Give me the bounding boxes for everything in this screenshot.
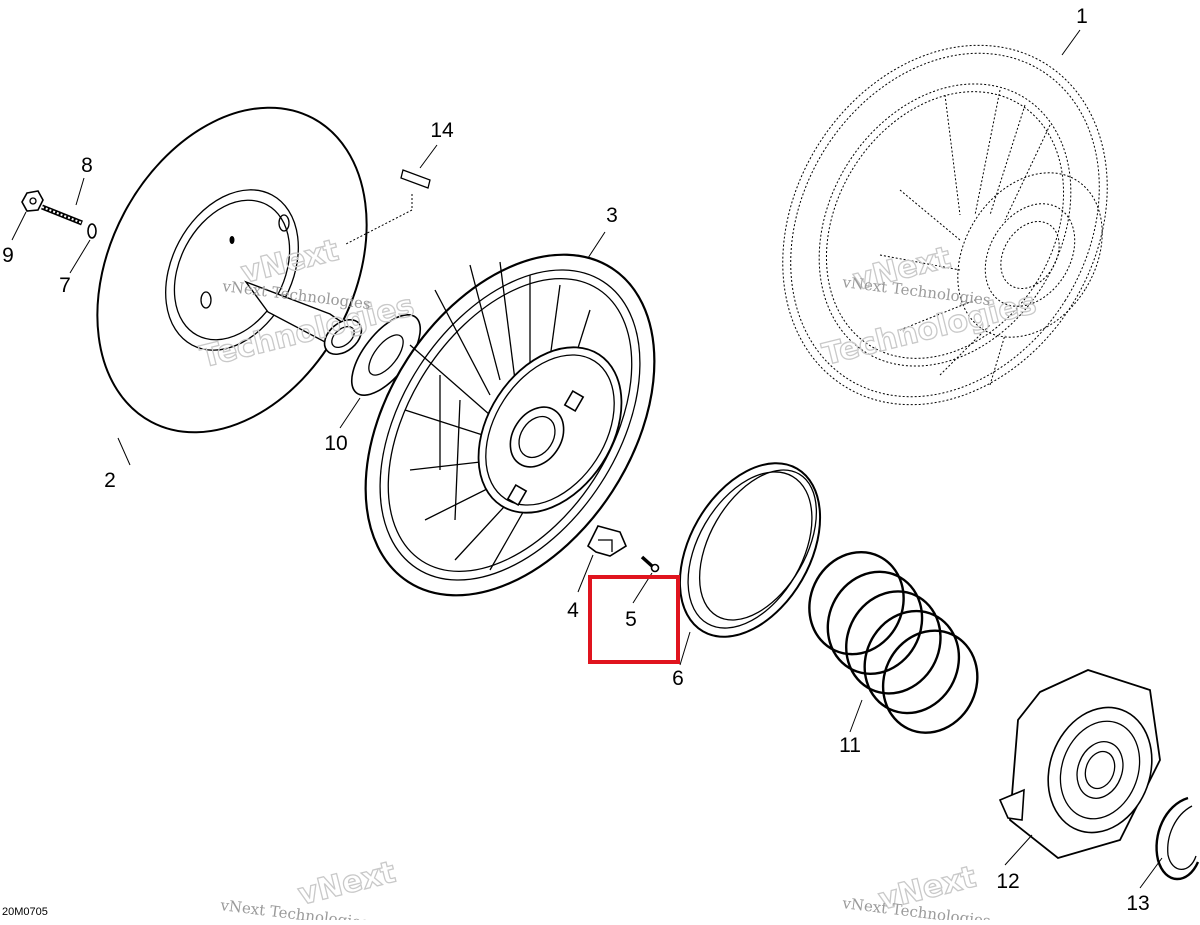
callout-12: 12 <box>996 870 1019 893</box>
callouts: 1 2 3 4 5 6 7 8 9 10 11 12 13 14 <box>2 5 1150 915</box>
part-4-slider-shoe <box>586 525 628 557</box>
drawing-code: 20M0705 <box>2 906 48 918</box>
callout-3: 3 <box>606 204 618 227</box>
callout-2: 2 <box>104 469 116 492</box>
part-14-key <box>345 169 431 245</box>
highlight-box-callout-5 <box>588 575 680 664</box>
callout-10: 10 <box>324 432 347 455</box>
callout-9: 9 <box>2 244 14 267</box>
part-5-screw <box>640 555 660 573</box>
callout-8: 8 <box>81 154 93 177</box>
callout-6: 6 <box>672 667 684 690</box>
svg-text:vNext: vNext <box>295 855 399 913</box>
callout-13: 13 <box>1126 892 1149 915</box>
part-11-spring <box>808 550 979 734</box>
part-6-cam-ring <box>678 462 822 638</box>
callout-5: 5 <box>625 608 637 631</box>
part-7-washer <box>87 223 97 239</box>
watermark-group-4: vNext vNext Technologies <box>841 859 992 925</box>
part-8-screw <box>41 204 83 226</box>
callout-7: 7 <box>59 274 71 297</box>
part-12-cam-assembly <box>998 669 1161 859</box>
part-3-movable-sheave <box>364 253 656 597</box>
leader-lines <box>11 29 1163 889</box>
callout-4: 4 <box>567 599 579 622</box>
part-13-retaining-ring <box>1155 796 1200 881</box>
callout-14: 14 <box>430 119 454 142</box>
watermark-group-3: vNext vNext Technologies <box>219 854 400 925</box>
part-1-phantom-sheave <box>782 44 1108 406</box>
watermark-group-2: vNext Technologies vNext Technologies <box>818 240 1040 374</box>
part-2-fixed-sheave <box>96 106 368 434</box>
watermark-big-line-1: vNext <box>295 855 399 913</box>
callout-11: 11 <box>839 734 861 757</box>
part-9-nut <box>21 190 44 212</box>
callout-1: 1 <box>1076 5 1088 28</box>
